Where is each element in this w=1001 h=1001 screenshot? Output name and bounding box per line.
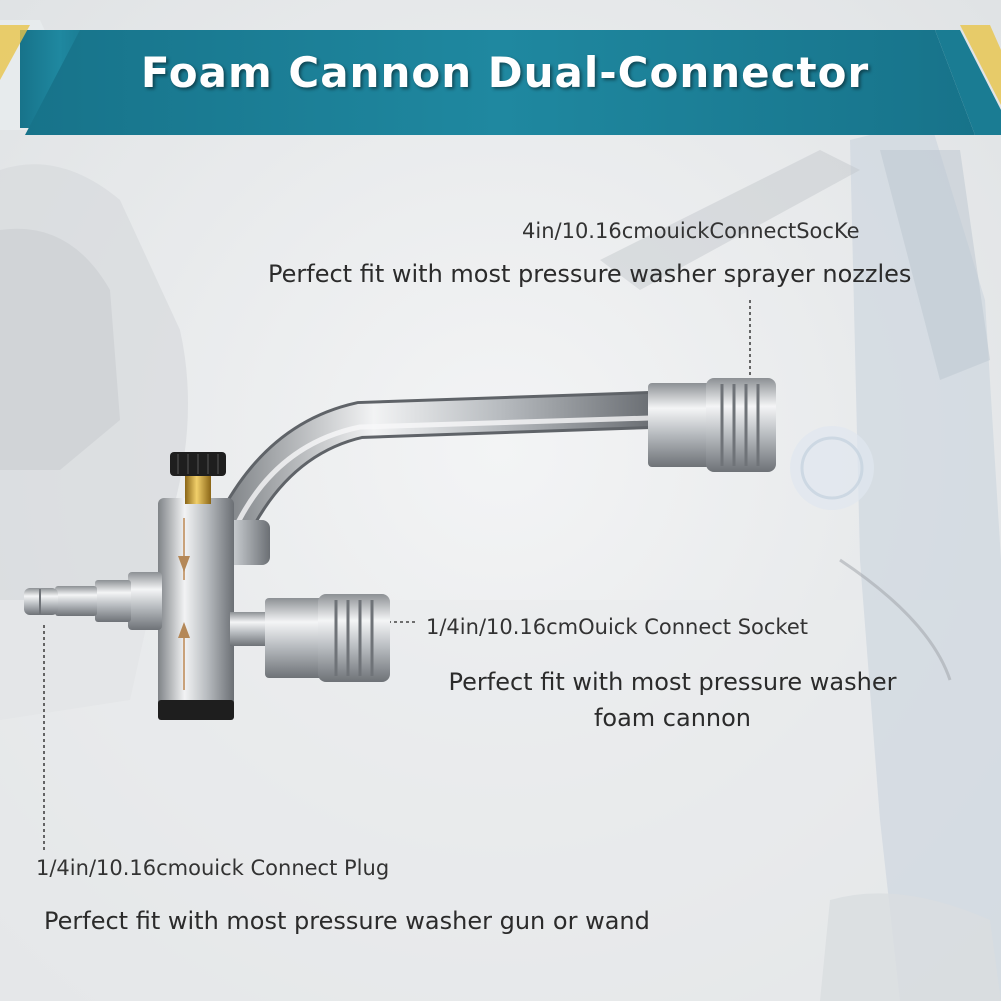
main-body [158,452,270,720]
side-socket [230,594,390,682]
upper-socket [648,378,776,472]
top-desc-label: Perfect fit with most pressure washer sp… [268,260,912,288]
quick-connect-plug [24,572,162,630]
middle-desc-line1: Perfect fit with most pressure washer [448,668,897,696]
middle-spec-label: 1/4in/10.16cmOuick Connect Socket [426,615,808,639]
bottom-desc-label: Perfect fit with most pressure washer gu… [44,907,650,935]
title-banner [0,20,1001,135]
middle-desc-line2: foam cannon [593,704,752,732]
top-spec-label: 4in/10.16cmouickConnectSocKe [522,219,860,243]
banner-title: Foam Cannon Dual-Connector [140,48,870,97]
bottom-spec-label: 1/4in/10.16cmouick Connect Plug [36,856,390,880]
bent-tube [206,391,669,564]
